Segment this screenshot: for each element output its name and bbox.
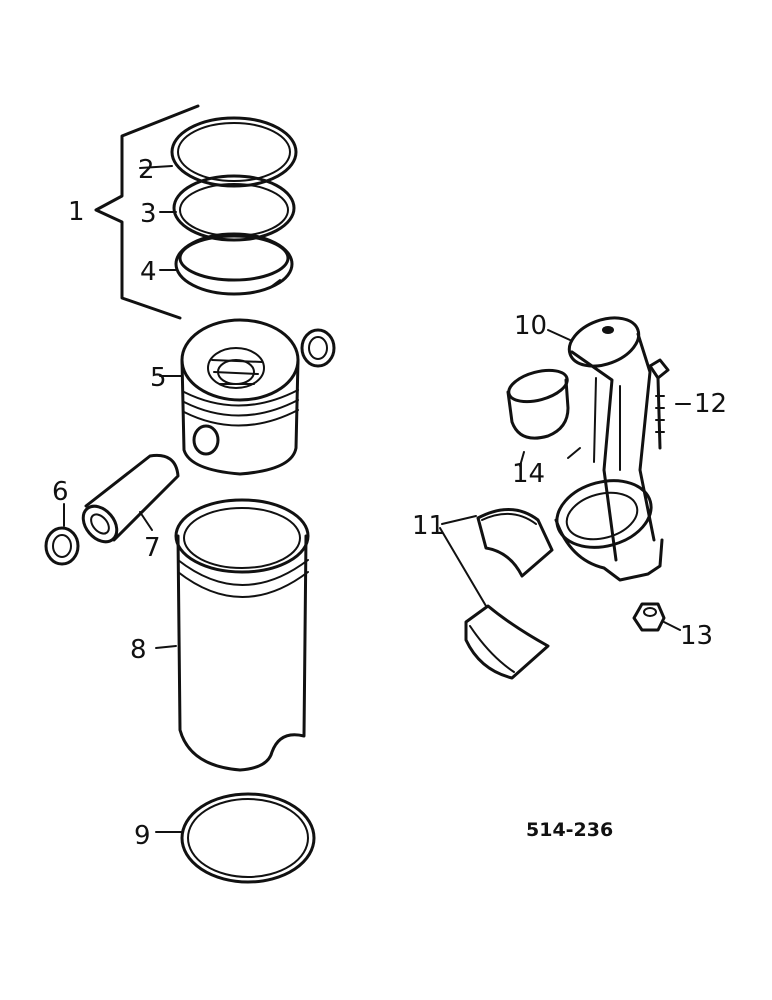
callout-8: 8 [130, 635, 147, 665]
callout-9: 9 [134, 821, 151, 851]
piston-ring-oil: 4 [140, 232, 294, 296]
callout-3: 3 [140, 199, 157, 229]
connecting-rod-bushing: 14 [506, 368, 570, 489]
piston-ring-middle: 3 [140, 174, 296, 242]
piston-pin-snap-ring-right [300, 328, 336, 368]
callout-6: 6 [52, 477, 69, 507]
connecting-rod: 10 [514, 311, 664, 582]
callout-4: 4 [140, 257, 157, 287]
connecting-rod-bolt: 12 [648, 358, 727, 450]
piston: 5 [150, 318, 300, 476]
cylinder-liner: 8 [130, 498, 310, 772]
callout-10: 10 [514, 311, 547, 341]
callout-14: 14 [512, 459, 545, 489]
drawing-reference-number: 514-236 [526, 819, 613, 841]
callout-5: 5 [150, 363, 167, 393]
piston-pin-snap-ring: 6 [44, 477, 80, 566]
liner-o-ring: 9 [134, 792, 316, 884]
callout-13: 13 [680, 621, 713, 651]
callout-1: 1 [68, 197, 85, 227]
callout-12: 12 [694, 389, 727, 419]
callout-11: 11 [412, 511, 445, 541]
callout-2: 2 [138, 155, 155, 185]
connecting-rod-nut: 13 [632, 602, 713, 651]
ring-set-bracket: 1 [68, 104, 200, 320]
piston-ring-top: 2 [138, 116, 298, 188]
connecting-rod-bearing-shells: 11 [412, 508, 554, 680]
callout-7: 7 [144, 533, 161, 563]
piston-pin: 7 [81, 453, 180, 563]
